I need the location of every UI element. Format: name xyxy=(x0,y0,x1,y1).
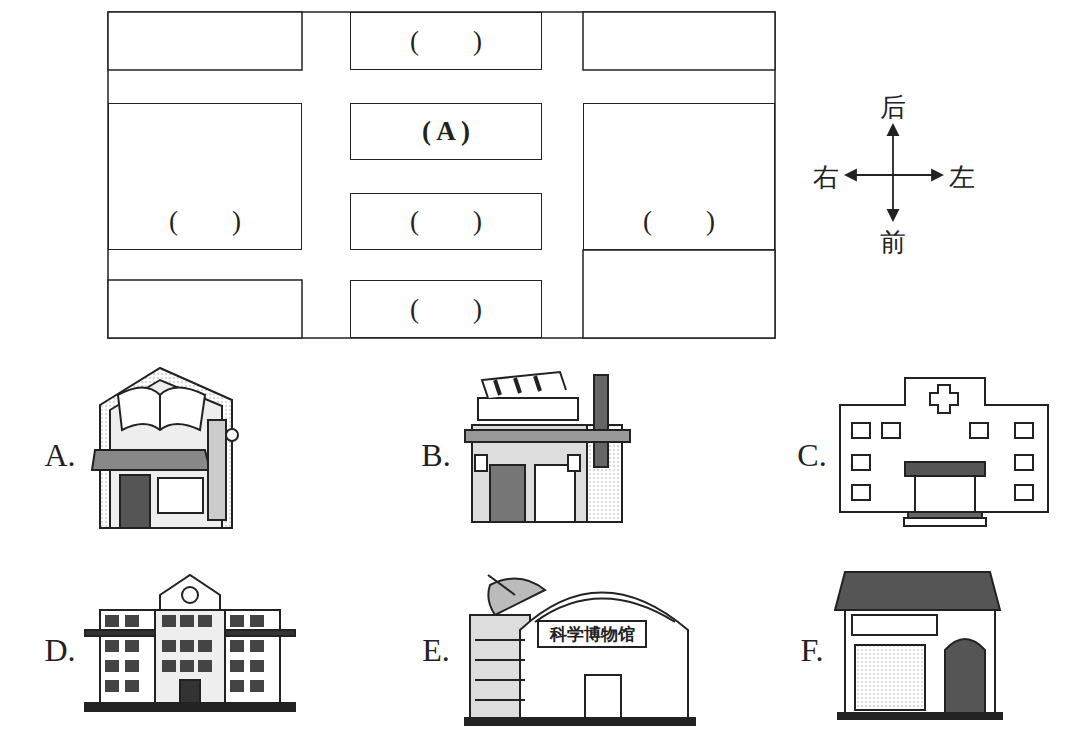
bookstore-icon xyxy=(92,368,238,528)
map-block: ( ) xyxy=(583,103,775,250)
answer-blank: ( ) xyxy=(410,208,482,235)
map-block: ( ) xyxy=(108,103,302,250)
map-block: ( ) xyxy=(350,280,542,338)
option-letter: E. xyxy=(422,634,450,666)
direction-label: 左 xyxy=(949,165,975,191)
flower-shop-icon xyxy=(835,572,1002,719)
answer-blank: ( A ) xyxy=(422,118,470,145)
option-letter: F. xyxy=(800,634,823,666)
map xyxy=(108,12,775,338)
museum-sign: 科学博物馆 xyxy=(548,625,637,644)
answer-blank: ( ) xyxy=(169,208,241,235)
school-windows xyxy=(105,615,264,692)
option-letter: C. xyxy=(797,439,826,471)
compass xyxy=(846,125,942,220)
map-block: ( A ) xyxy=(350,103,542,160)
block xyxy=(108,12,302,70)
answer-blank: ( ) xyxy=(410,296,482,323)
block xyxy=(583,250,775,338)
direction-label: 前 xyxy=(880,230,906,256)
block xyxy=(108,280,302,338)
cinema-icon xyxy=(465,372,630,522)
hospital-icon xyxy=(840,378,1048,526)
option-letter: B. xyxy=(421,439,450,471)
block xyxy=(583,12,775,70)
map-block: ( ) xyxy=(350,193,542,250)
museum-icon xyxy=(465,575,695,725)
option-letter: D. xyxy=(44,634,75,666)
answer-blank: ( ) xyxy=(410,28,482,55)
map-frame xyxy=(108,12,775,338)
option-letter: A. xyxy=(44,439,75,471)
direction-label: 右 xyxy=(813,165,839,191)
answer-blank: ( ) xyxy=(643,208,715,235)
direction-label: 后 xyxy=(880,95,906,121)
school-icon xyxy=(85,575,295,711)
map-block: ( ) xyxy=(350,12,542,70)
